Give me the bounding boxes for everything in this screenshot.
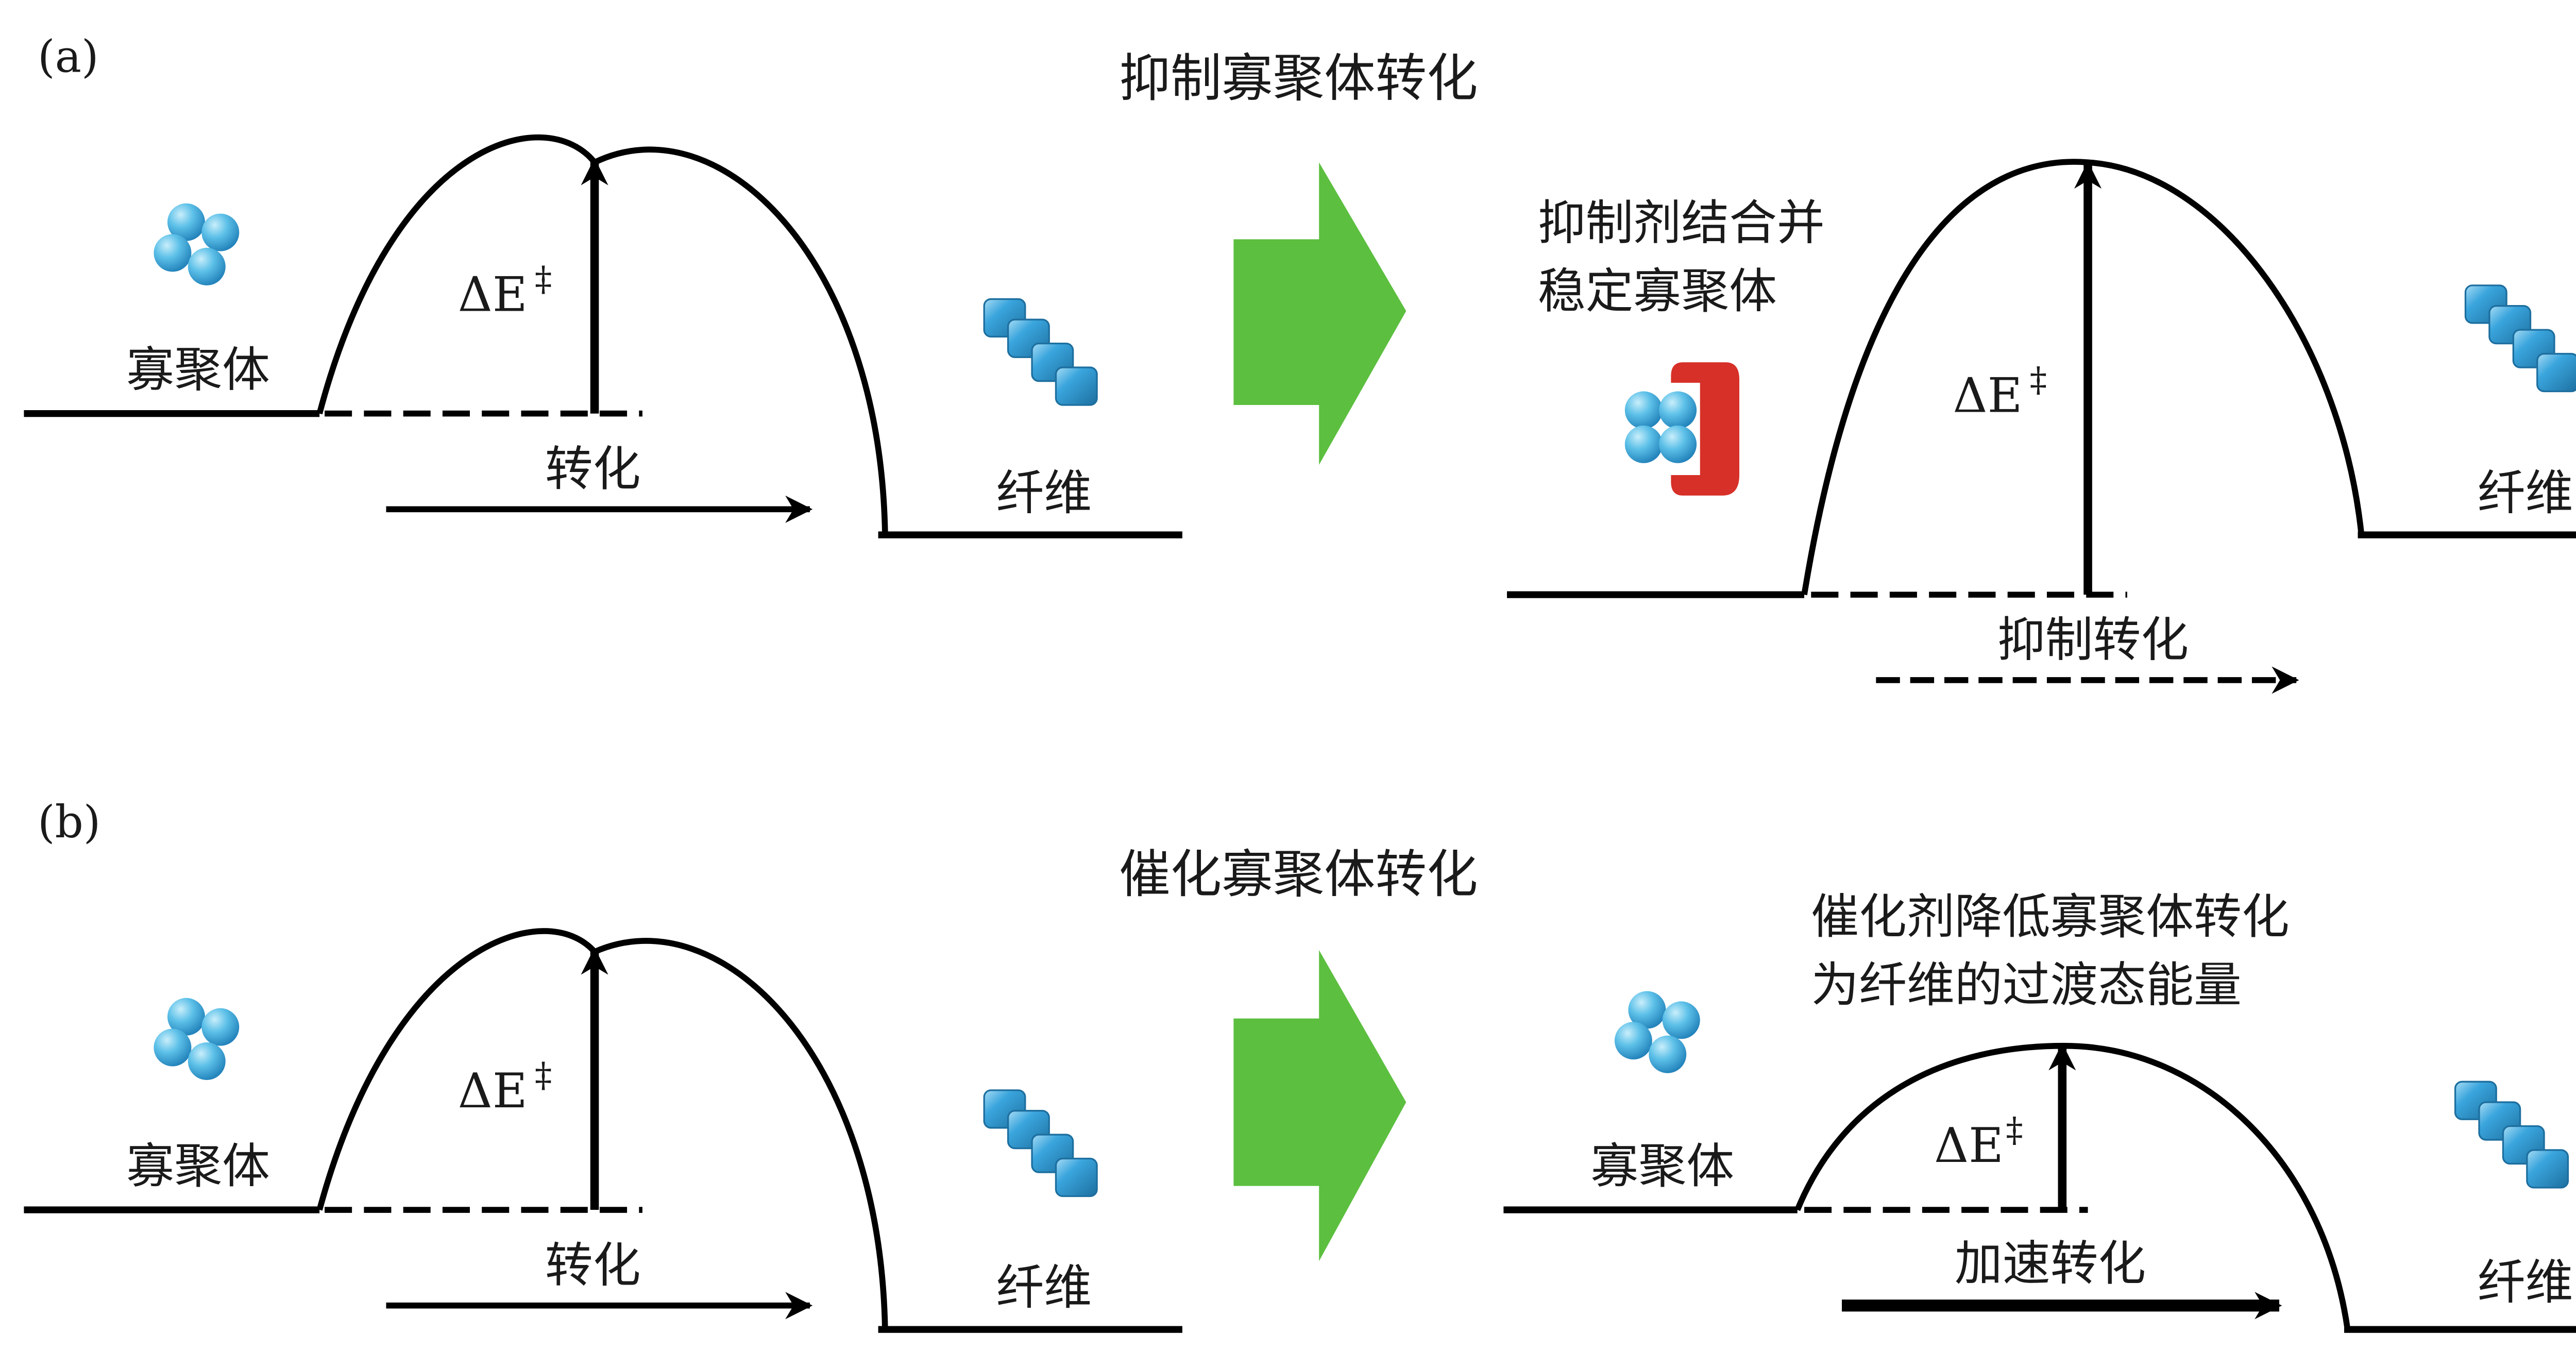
oligomer-sphere-icon	[154, 998, 240, 1080]
panel-b-heading: 催化寡聚体转化	[1119, 845, 1478, 904]
energy-barrier-curve	[1801, 159, 2364, 596]
oligomer-sphere-icon	[1624, 391, 1697, 463]
fiber-label: 纤维	[996, 1259, 1092, 1315]
panel-a-label: (a)	[38, 31, 99, 82]
panel-b: (b) 催化寡聚体转化 ΔE ‡ 转化 寡聚体 纤维	[24, 797, 2576, 1333]
panel-b-label: (b)	[38, 797, 100, 848]
process-arrow-a	[1233, 162, 1406, 465]
catalyst-note-line2: 为纤维的过渡态能量	[1811, 957, 2242, 1012]
inhibited-conversion-label: 抑制转化	[1997, 612, 2189, 668]
oligomer-label: 寡聚体	[126, 342, 270, 398]
dagger-symbol: ‡	[2006, 1109, 2023, 1150]
lowered-energy-barrier-curve	[1794, 1042, 2351, 1330]
dagger-symbol: ‡	[2030, 359, 2047, 399]
panel-b-right-diagram: ΔE ‡ 加速转化 催化剂降低寡聚体转化 为纤维的过渡态能量 寡聚体 纤维	[1503, 889, 2576, 1333]
panel-a-right-diagram: ΔE ‡ 抑制转化 抑制剂结合并 稳定寡聚体 纤维	[1507, 159, 2576, 694]
panel-a: (a) 抑制寡聚体转化 ΔE ‡ 转化 寡聚体 纤维	[24, 31, 2576, 694]
panel-b-left-diagram: ΔE ‡ 转化 寡聚体 纤维	[24, 928, 1182, 1333]
oligomer-label: 寡聚体	[1591, 1138, 1735, 1194]
panel-a-heading: 抑制寡聚体转化	[1119, 49, 1478, 108]
catalyst-note-line1: 催化剂降低寡聚体转化	[1811, 889, 2289, 944]
panel-a-left-diagram: ΔE ‡ 转化 寡聚体 纤维	[24, 134, 1182, 538]
fiber-label: 纤维	[996, 465, 1092, 520]
inhibitor-note-line1: 抑制剂结合并	[1538, 195, 1825, 250]
oligomer-label: 寡聚体	[126, 1138, 270, 1194]
fiber-cube-icon	[2454, 1081, 2569, 1189]
fiber-label: 纤维	[2478, 465, 2573, 520]
delta-e-label: ΔE	[1934, 1118, 2004, 1173]
fiber-cube-icon	[983, 1089, 1098, 1197]
dagger-symbol: ‡	[535, 1055, 552, 1095]
conversion-label: 转化	[545, 1237, 641, 1293]
fiber-cube-icon	[983, 298, 1098, 406]
conversion-label: 转化	[545, 441, 641, 497]
fiber-label: 纤维	[2478, 1254, 2573, 1310]
inhibitor-icon	[1671, 362, 1740, 496]
delta-e-label: ΔE	[1953, 367, 2023, 423]
accelerated-conversion-label: 加速转化	[1955, 1236, 2146, 1291]
delta-e-label: ΔE	[458, 1063, 528, 1119]
inhibitor-note-line2: 稳定寡聚体	[1538, 263, 1777, 319]
dagger-symbol: ‡	[535, 259, 552, 299]
energy-barrier-curve	[316, 134, 888, 533]
fiber-cube-icon	[2464, 284, 2576, 393]
delta-e-label: ΔE	[458, 267, 528, 323]
process-arrow-b	[1233, 950, 1406, 1261]
oligomer-sphere-icon	[1614, 991, 1700, 1073]
oligomer-sphere-icon	[154, 203, 240, 285]
